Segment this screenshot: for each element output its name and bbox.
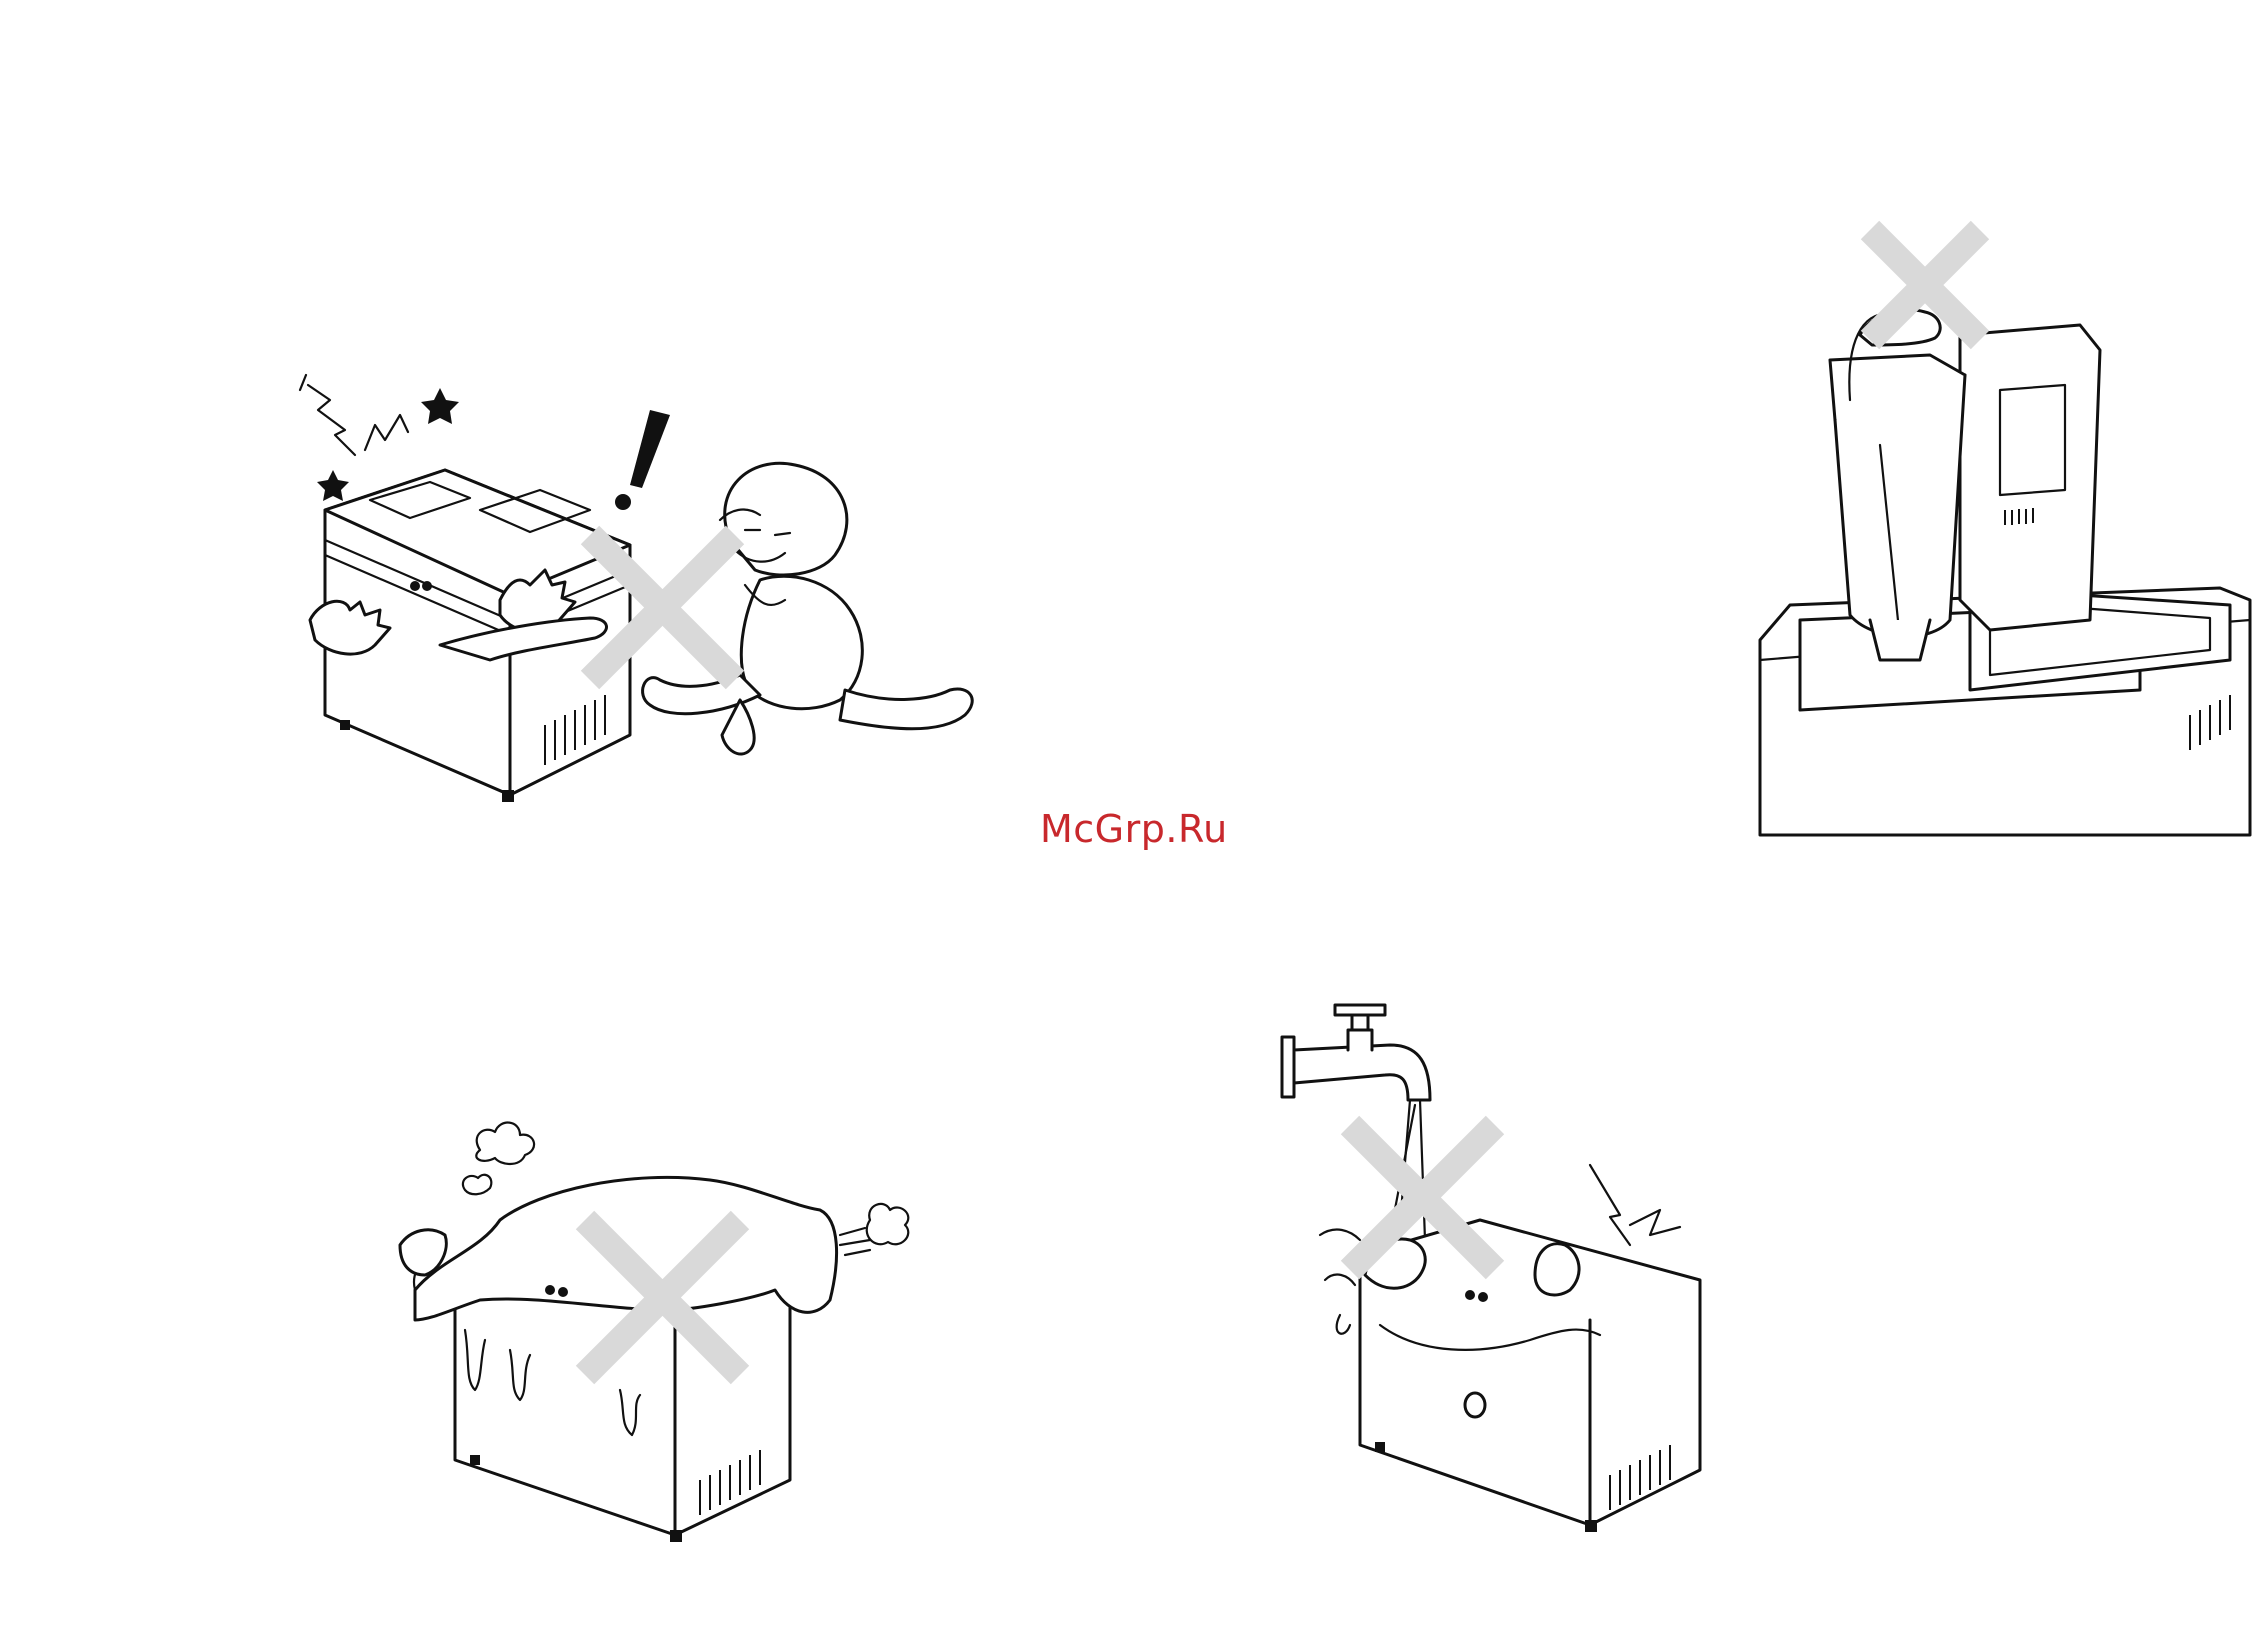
illustration-child-warning — [290, 370, 990, 810]
watermark-text: McGrp.Ru — [1040, 804, 1260, 854]
illustration-bread-pan-removal — [1760, 220, 2260, 835]
child-near-breadmaker-icon — [290, 370, 990, 810]
water-on-breadmaker-icon — [1280, 995, 1720, 1550]
covered-breadmaker-icon — [370, 1110, 910, 1550]
illustration-water-on-breadmaker — [1280, 995, 1720, 1550]
illustration-covered-breadmaker — [370, 1110, 910, 1550]
bread-pan-removal-icon — [1760, 220, 2260, 835]
